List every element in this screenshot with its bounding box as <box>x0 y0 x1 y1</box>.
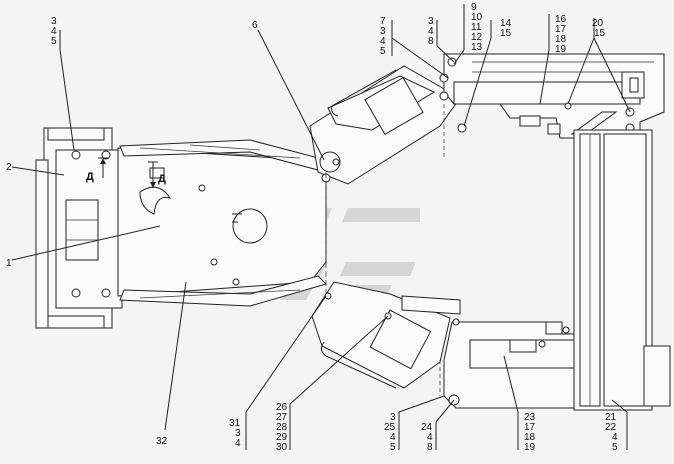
callout-number: 3 <box>428 16 434 27</box>
view-mark-a: Д <box>86 157 108 183</box>
upper-rail-channel <box>453 81 641 105</box>
callout-number: 3 <box>390 412 396 423</box>
callout-number: 3 <box>51 16 57 27</box>
callout-number: 21 <box>605 412 617 423</box>
view-mark-b: Д <box>148 161 166 188</box>
callout-number: 29 <box>276 432 288 443</box>
callout-number: 6 <box>252 20 258 31</box>
right-vertical-frame <box>573 129 671 411</box>
callout-number: 2 <box>6 162 12 173</box>
callout-3-4-8: 3 4 8 <box>428 16 434 47</box>
callout-number: 9 <box>471 2 477 13</box>
callout-number: 27 <box>276 412 288 423</box>
callout-number: 4 <box>390 432 396 443</box>
upper-pivot <box>319 151 341 173</box>
callout-number: 32 <box>156 436 168 447</box>
callout-number: 16 <box>555 14 567 25</box>
lower-pad <box>369 309 432 370</box>
left-bottom-bracket <box>47 315 105 329</box>
callout-21-22-4-5: 21 22 4 5 <box>605 412 618 453</box>
upper-swing-arm <box>309 65 461 185</box>
callout-number: 26 <box>276 402 288 413</box>
callout-number: 11 <box>471 22 482 33</box>
callout-number: 4 <box>428 26 434 37</box>
callout-number: 3 <box>380 26 386 37</box>
left-top-bracket <box>47 127 105 141</box>
callout-number: 8 <box>427 442 433 453</box>
callout-number: 17 <box>555 24 567 35</box>
lower-swing-arm <box>311 281 461 389</box>
callout-number: 5 <box>612 442 618 453</box>
callout-number: 25 <box>384 422 396 433</box>
callout-number: 31 <box>229 418 241 429</box>
right-bottom-foot <box>643 345 671 407</box>
center-lines <box>325 104 445 396</box>
callout-number: 23 <box>524 412 536 423</box>
callout-number: 8 <box>428 36 434 47</box>
callout-number: 20 <box>592 18 604 29</box>
callout-number: 19 <box>524 442 536 453</box>
left-frame-rail <box>35 159 49 329</box>
callout-number: 1 <box>6 258 12 269</box>
callout-2: 2 <box>6 162 12 173</box>
view-mark-a-text: Д <box>86 171 94 183</box>
left-end-frame <box>35 127 133 329</box>
callout-number: 7 <box>380 16 386 27</box>
callout-number: 14 <box>500 18 512 29</box>
callout-number: 4 <box>380 36 386 47</box>
callout-number: 24 <box>421 422 433 433</box>
callout-20-15: 20 15 <box>592 18 606 39</box>
upper-pad <box>364 76 424 136</box>
callout-7-3-4-5: 7 3 4 5 <box>380 16 386 57</box>
callout-number: 22 <box>605 422 617 433</box>
callout-23-17-18-19: 23 17 18 19 <box>524 412 536 453</box>
view-mark-b-text: Д <box>158 173 166 185</box>
callout-number: 18 <box>524 432 536 443</box>
callout-number: 13 <box>471 42 483 53</box>
callout-14-15: 14 15 <box>500 18 512 39</box>
callout-26-30: 26 27 28 29 30 <box>276 402 288 453</box>
leader-lines <box>11 4 631 450</box>
lower-tie-rod <box>401 295 461 315</box>
callout-number: 18 <box>555 34 567 45</box>
callout-1: 1 <box>6 258 12 269</box>
callout-number: 5 <box>390 442 396 453</box>
callout-number: 28 <box>276 422 288 433</box>
left-window <box>65 199 99 261</box>
callout-number: 15 <box>500 28 512 39</box>
main-body <box>117 147 327 297</box>
hook-bracket <box>139 186 172 215</box>
callout-number: 4 <box>427 432 433 443</box>
round-boss <box>232 208 268 244</box>
callout-number: 4 <box>235 438 241 449</box>
callout-number: 4 <box>51 26 57 37</box>
callout-number: 4 <box>612 432 618 443</box>
callout-6: 6 <box>252 20 258 31</box>
callout-9-13: 9 10 11 12 13 <box>471 2 483 53</box>
callout-3-4-5-top-left: 3 4 5 <box>51 16 57 47</box>
callout-number: 5 <box>51 36 57 47</box>
callout-number: 17 <box>524 422 536 433</box>
callout-31-3-4: 31 3 4 <box>229 418 241 449</box>
callout-number: 30 <box>276 442 288 453</box>
callout-number: 15 <box>594 28 606 39</box>
callout-number: 12 <box>471 32 483 43</box>
slot-upper <box>149 167 165 179</box>
callout-number: 10 <box>471 12 483 23</box>
callout-3-25-4-5: 3 25 4 5 <box>384 412 396 453</box>
callout-number: 5 <box>380 46 386 57</box>
callout-16-19: 16 17 18 19 <box>555 14 567 55</box>
callout-32: 32 <box>156 436 168 447</box>
callout-number: 19 <box>555 44 567 55</box>
callout-number: 3 <box>235 428 241 439</box>
callout-24-4-8: 24 4 8 <box>421 422 433 453</box>
right-frame-post-2 <box>603 133 647 407</box>
